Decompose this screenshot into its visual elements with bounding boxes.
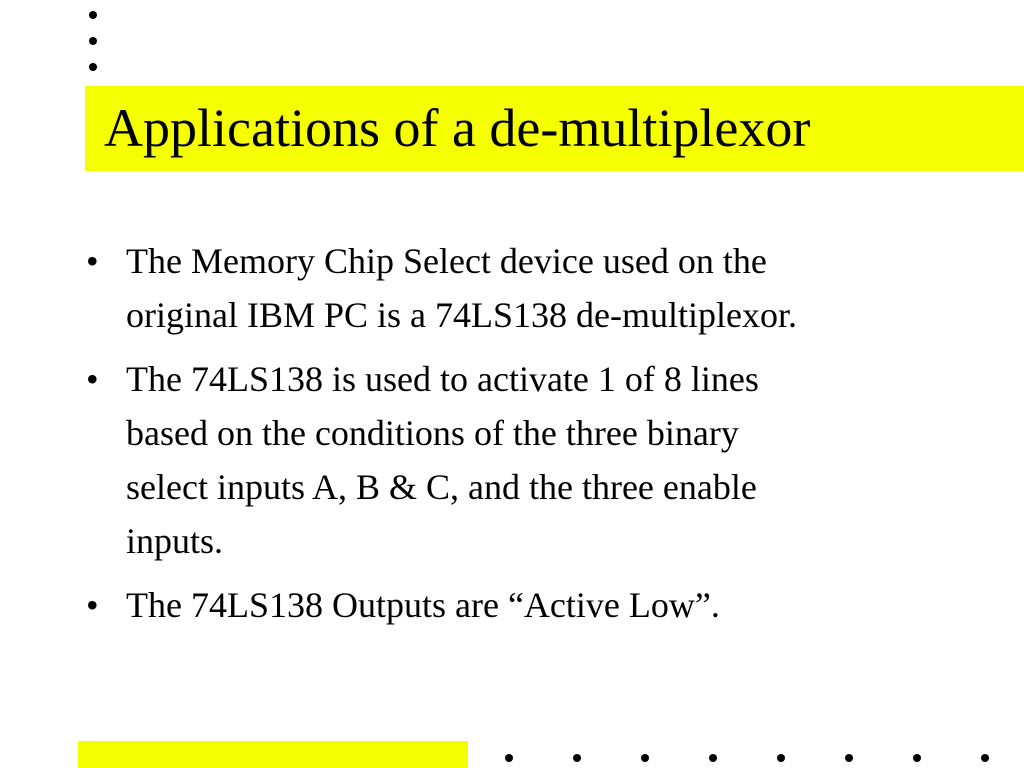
bullet-item: • The 74LS138 is used to activate 1 of 8…: [86, 352, 986, 568]
bullet-text: The 74LS138 is used to activate 1 of 8 l…: [126, 359, 759, 561]
dot: [89, 37, 97, 45]
dot: [777, 754, 785, 762]
slide-title: Applications of a de-multiplexor: [104, 98, 811, 158]
dot: [981, 754, 989, 762]
bullet-item: • The Memory Chip Select device used on …: [86, 234, 986, 342]
dot: [89, 63, 97, 71]
bullet-icon: •: [86, 241, 99, 281]
bullet-icon: •: [86, 359, 99, 399]
dot: [709, 754, 717, 762]
dot: [505, 754, 513, 762]
dot: [913, 754, 921, 762]
bullet-list: • The Memory Chip Select device used on …: [86, 234, 986, 642]
bullet-item: • The 74LS138 Outputs are “Active Low”.: [86, 578, 986, 632]
decorative-horizontal-dots: [505, 754, 1005, 764]
bullet-text: The Memory Chip Select device used on th…: [126, 241, 797, 335]
bottom-highlight-bar: [78, 741, 468, 768]
decorative-vertical-dots: [89, 11, 99, 73]
bullet-icon: •: [86, 585, 99, 625]
dot: [641, 754, 649, 762]
dot: [89, 11, 97, 19]
dot: [845, 754, 853, 762]
title-highlight-band: [85, 86, 1024, 171]
bullet-text: The 74LS138 Outputs are “Active Low”.: [126, 585, 720, 625]
dot: [573, 754, 581, 762]
